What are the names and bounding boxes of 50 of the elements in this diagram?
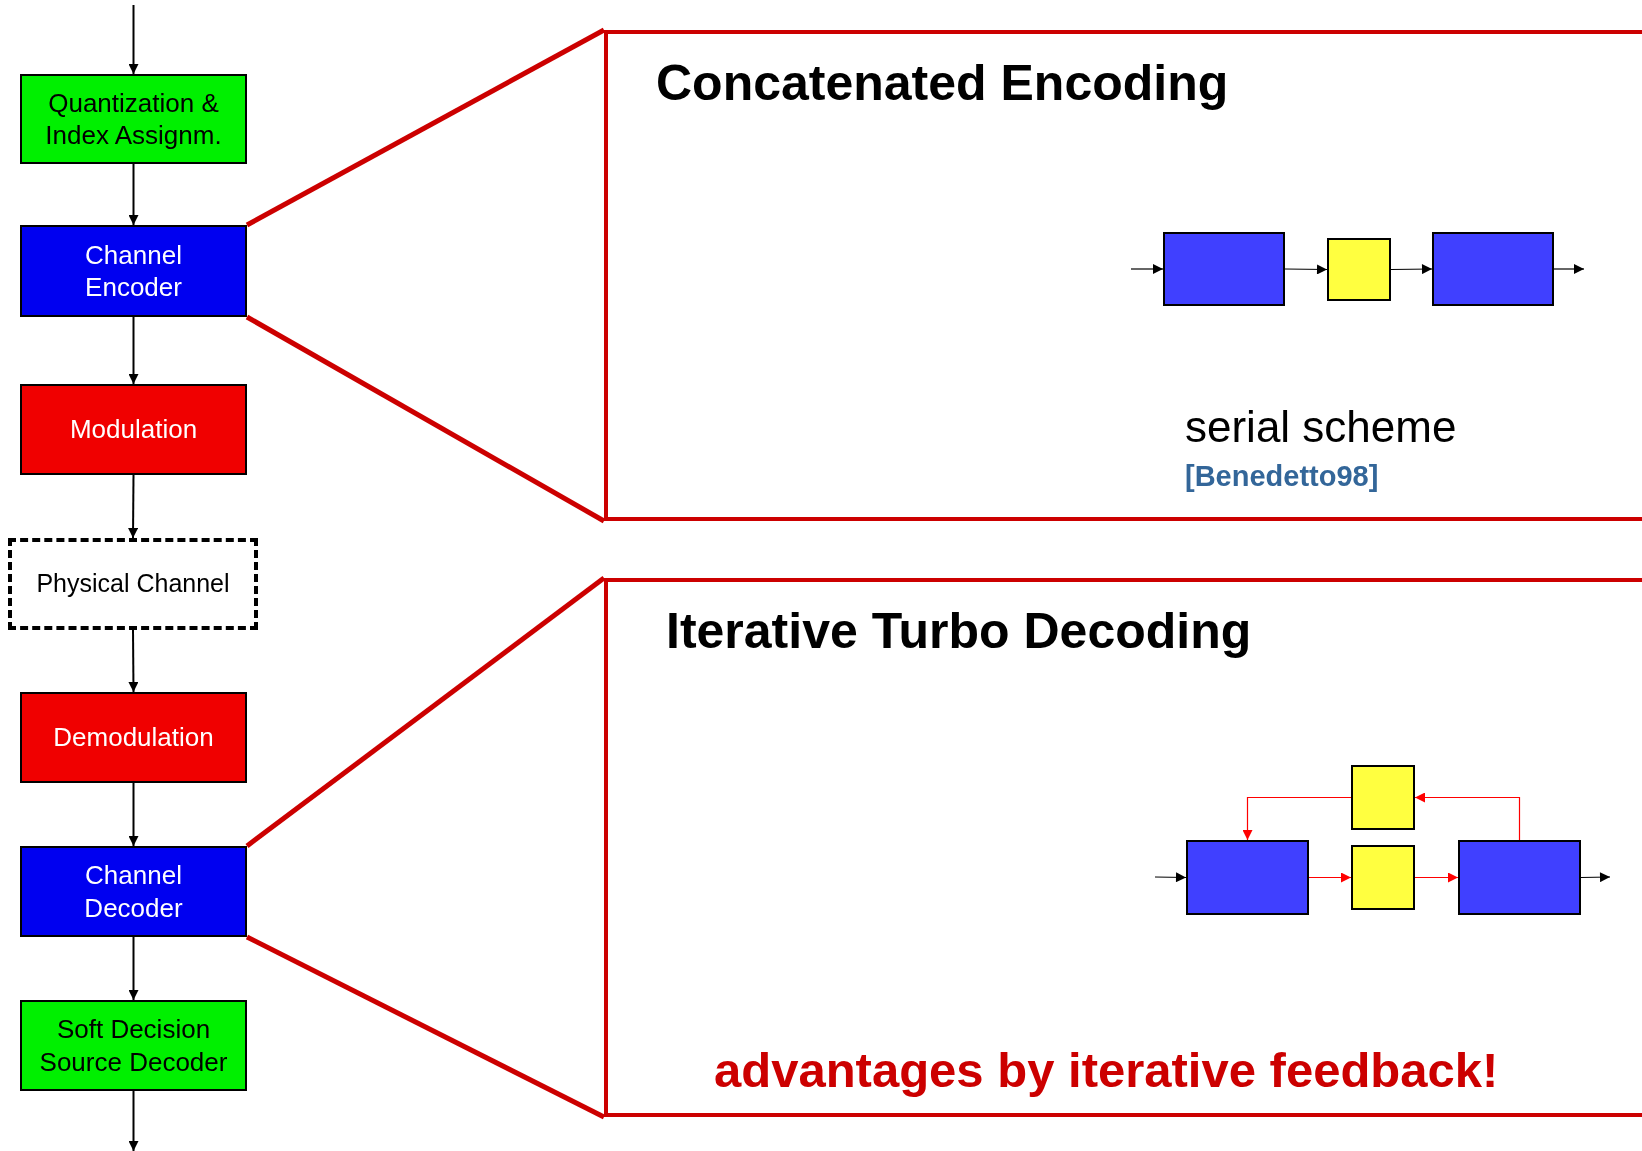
box-label: Channel Encoder [84, 238, 183, 304]
arrow [1414, 792, 1521, 841]
arrow [128, 163, 139, 226]
box-label: Quantization & Index Assignm. [44, 86, 223, 152]
zoom-line [245, 934, 606, 1120]
box-label: Soft Decision Source Decoder [38, 1013, 229, 1078]
arrow [128, 1090, 139, 1151]
zoom-panel [604, 30, 1642, 521]
channel-box [8, 538, 258, 630]
arrow [1154, 872, 1187, 883]
block [1432, 232, 1554, 306]
zoom-line [245, 314, 606, 524]
block [1351, 845, 1415, 910]
block [1327, 238, 1391, 301]
arrow [1308, 872, 1352, 883]
process-box [20, 225, 247, 317]
arrow [1580, 872, 1611, 883]
process-box [20, 74, 247, 164]
box-label: Demodulation [53, 721, 214, 754]
process-box [20, 384, 247, 475]
arrow [1284, 264, 1328, 275]
box-label: Physical Channel [36, 568, 230, 600]
arrow [128, 474, 139, 539]
panel-title: Concatenated Encoding [656, 54, 1229, 112]
block [1186, 840, 1309, 915]
arrow [1390, 264, 1433, 275]
process-box [20, 1000, 247, 1091]
arrow [1553, 264, 1585, 274]
process-box [20, 692, 247, 783]
arrow [128, 316, 139, 385]
block [1163, 232, 1285, 306]
arrow [1242, 796, 1352, 841]
zoom-panel [604, 578, 1642, 1117]
box-label: Channel Decoder [83, 859, 184, 924]
citation: [Benedetto98] [1185, 460, 1379, 493]
zoom-line [245, 27, 606, 228]
arrow [128, 4, 139, 75]
process-box [20, 846, 247, 937]
arrow [128, 936, 139, 1001]
highlight-note: advantages by iterative feedback! [714, 1042, 1499, 1098]
block [1458, 840, 1581, 915]
arrow [128, 782, 139, 847]
arrow [1130, 264, 1164, 274]
box-label: Modulation [69, 413, 198, 446]
zoom-line [245, 576, 606, 848]
panel-title: Iterative Turbo Decoding [666, 602, 1252, 660]
scheme-caption: serial scheme [1185, 402, 1457, 452]
block [1351, 765, 1415, 830]
arrow [128, 629, 139, 693]
arrow [1414, 872, 1459, 883]
